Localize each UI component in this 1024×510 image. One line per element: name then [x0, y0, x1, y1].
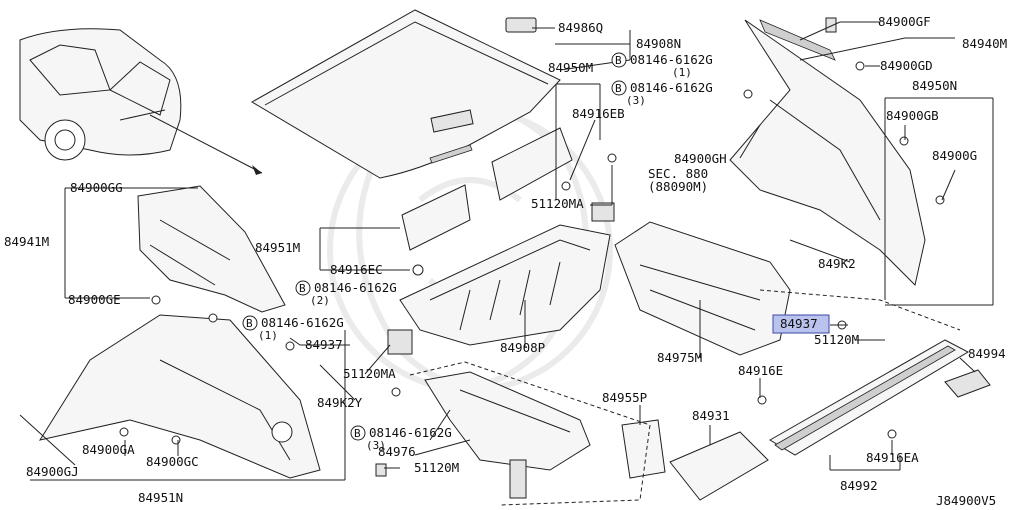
part-84941M-shape — [137, 185, 286, 313]
label-84951N[interactable]: 84951N — [138, 490, 183, 505]
part-84992-shape — [769, 339, 970, 456]
label-84992[interactable]: 84992 — [840, 478, 878, 493]
bolt-symbol-mid-right-letter: B — [615, 82, 622, 95]
dashed-group-outline-right — [759, 289, 961, 331]
label-bolt-top-right-qty: (1) — [672, 66, 692, 79]
label-84900G[interactable]: 84900G — [932, 148, 977, 163]
label-84937-left[interactable]: 84937 — [305, 337, 343, 352]
bolt-symbol-bottom-letter: B — [354, 427, 361, 440]
label-84900GC[interactable]: 84900GC — [146, 454, 199, 469]
fasteners — [119, 17, 945, 477]
cargo-floor-board — [251, 9, 561, 179]
label-bolt-center-qty: (2) — [310, 294, 330, 307]
part-84955P-shape — [621, 419, 666, 479]
highlight-box-84937 — [772, 314, 830, 334]
label-84955P[interactable]: 84955P — [602, 390, 647, 405]
label-849K2Y[interactable]: 849K2Y — [317, 395, 363, 410]
label-84900GE[interactable]: 84900GE — [68, 292, 121, 307]
dashed-group-outline — [409, 361, 651, 506]
label-849K2[interactable]: 849K2 — [818, 256, 856, 271]
label-bolt-left-qty: (1) — [258, 329, 278, 342]
label-84908P[interactable]: 84908P — [500, 340, 545, 355]
part-84931-shape — [669, 431, 769, 501]
label-84916EB[interactable]: 84916EB — [572, 106, 625, 121]
diagram-code: J84900V5 — [936, 493, 996, 508]
label-bolt-center[interactable]: 08146-6162G — [314, 280, 397, 295]
leader-lines — [19, 21, 994, 481]
label-84940M[interactable]: 84940M — [962, 36, 1007, 51]
label-51120MA-mid[interactable]: 51120MA — [343, 366, 396, 381]
bolt-symbol-left — [242, 315, 258, 331]
label-51120M-right[interactable]: 51120M — [814, 332, 859, 347]
label-bolt-bottom[interactable]: 08146-6162G — [369, 425, 452, 440]
label-84951M[interactable]: 84951M — [255, 240, 300, 255]
bolt-symbol-bottom — [350, 425, 366, 441]
label-84950M[interactable]: 84950M — [548, 60, 593, 75]
label-bolt-top-right[interactable]: 08146-6162G — [630, 52, 713, 67]
label-84950N[interactable]: 84950N — [912, 78, 957, 93]
label-84916E[interactable]: 84916E — [738, 363, 783, 378]
label-84900GG[interactable]: 84900GG — [70, 180, 123, 195]
label-84975M[interactable]: 84975M — [657, 350, 702, 365]
vehicle-illustration — [19, 28, 263, 175]
label-bolt-left[interactable]: 08146-6162G — [261, 315, 344, 330]
label-84941M[interactable]: 84941M — [4, 234, 49, 249]
label-51120M-bottom[interactable]: 51120M — [414, 460, 459, 475]
label-84900GJ[interactable]: 84900GJ — [26, 464, 79, 479]
part-84976-shape — [424, 371, 591, 499]
label-84900GH[interactable]: 84900GH — [674, 151, 727, 166]
part-84986Q-shape — [505, 17, 537, 33]
part-labels: 84986Q 84908N 84950M 84916EB 51120MA B 0… — [4, 14, 1007, 508]
bolt-symbol-top-right-letter: B — [615, 54, 622, 67]
label-51120MA-top[interactable]: 51120MA — [531, 196, 584, 211]
label-84900GF[interactable]: 84900GF — [878, 14, 931, 29]
bolt-symbol-center-letter: B — [299, 282, 306, 295]
label-bolt-mid-right-qty: (3) — [626, 94, 646, 107]
label-84931[interactable]: 84931 — [692, 408, 730, 423]
label-bolt-bottom-qty: (3) — [366, 439, 386, 452]
label-84937-right[interactable]: 84937 — [780, 316, 818, 331]
label-84900GA[interactable]: 84900GA — [82, 442, 135, 457]
bolt-symbol-left-letter: B — [246, 317, 253, 330]
part-84994-shape — [944, 369, 991, 398]
label-84994[interactable]: 84994 — [968, 346, 1006, 361]
section-ref-line2[interactable]: (88090M) — [648, 179, 708, 194]
bolt-symbol-center — [295, 280, 311, 296]
part-84975M-shape — [614, 221, 791, 356]
label-84900GD[interactable]: 84900GD — [880, 58, 933, 73]
label-84916EA[interactable]: 84916EA — [866, 450, 919, 465]
label-84900GB[interactable]: 84900GB — [886, 108, 939, 123]
part-84951N-shape — [38, 314, 321, 479]
part-84950N-shape — [729, 19, 926, 286]
bolt-symbol-mid-right — [611, 80, 627, 96]
bolt-symbol-top-right — [611, 52, 627, 68]
part-84908P-shape — [399, 202, 615, 346]
label-84976[interactable]: 84976 — [378, 444, 416, 459]
label-84916EC[interactable]: 84916EC — [330, 262, 383, 277]
label-84986Q[interactable]: 84986Q — [558, 20, 603, 35]
label-bolt-mid-right[interactable]: 08146-6162G — [630, 80, 713, 95]
part-84950M-shape — [491, 127, 573, 201]
part-84951M-shape — [401, 184, 471, 251]
section-ref-line1[interactable]: SEC. 880 — [648, 166, 708, 181]
label-84908N[interactable]: 84908N — [636, 36, 681, 51]
